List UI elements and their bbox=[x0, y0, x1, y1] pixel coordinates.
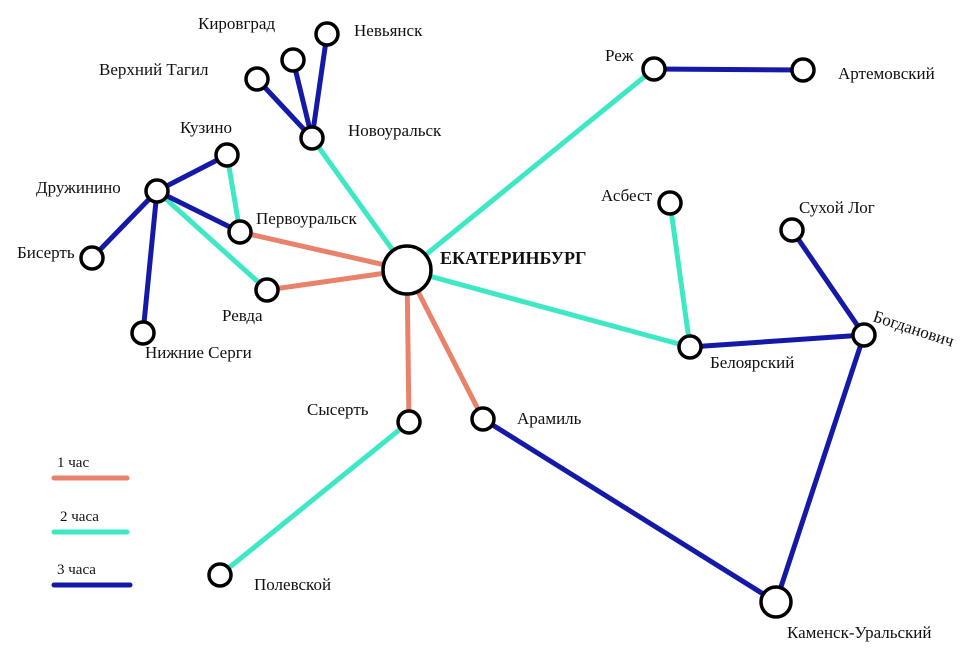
edge-beloyar-bogdan bbox=[687, 332, 867, 350]
edge-ekb-novouralsk bbox=[309, 135, 410, 273]
label-verkhniy-tagil: Верхний Тагил bbox=[99, 60, 209, 79]
node-slog bbox=[779, 217, 805, 243]
edge-slog-bogdan bbox=[789, 227, 867, 338]
legend: 1 час 2 часа 3 часа bbox=[51, 455, 133, 588]
edge-ekb-rezh bbox=[404, 66, 657, 273]
node-druzhinino bbox=[144, 178, 170, 204]
label-polevskoy: Полевской bbox=[254, 575, 331, 594]
edge-druzhinino-pervouralsk bbox=[154, 188, 243, 235]
node-kamensk bbox=[759, 585, 793, 619]
label-pervouralsk: Первоуральск bbox=[256, 209, 358, 228]
label-artemovskiy: Артемовский bbox=[838, 64, 935, 83]
label-sysert: Сысерть bbox=[307, 400, 369, 419]
edge-ekb-pervouralsk bbox=[237, 229, 410, 273]
label-kamensk-uralskiy: Каменск-Уральский bbox=[787, 623, 932, 642]
legend-label-3h: 3 часа bbox=[57, 562, 96, 578]
node-polevskoy bbox=[207, 562, 233, 588]
label-asbest: Асбест bbox=[601, 186, 653, 205]
legend-label-2h: 2 часа bbox=[60, 509, 99, 525]
node-asbest bbox=[657, 190, 683, 216]
node-ekb bbox=[381, 244, 433, 296]
label-novouralsk: Новоуральск bbox=[348, 121, 442, 140]
node-kirovgrad bbox=[280, 47, 306, 73]
edge-druzhinino-kuzino bbox=[154, 152, 230, 194]
edge-ekb-aramil bbox=[404, 267, 486, 422]
node-pervouralsk bbox=[227, 219, 253, 245]
node-artem bbox=[790, 57, 816, 83]
node-kuzino bbox=[214, 142, 240, 168]
edge-kuzino-pervouralsk bbox=[224, 152, 243, 235]
node-nevyansk bbox=[314, 21, 340, 47]
edge-novouralsk-vtagil bbox=[254, 76, 315, 141]
node-rezh bbox=[641, 56, 667, 82]
label-druzhinino: Дружинино bbox=[36, 178, 121, 197]
label-kuzino: Кузино bbox=[180, 118, 232, 137]
city-labels: ЕКАТЕРИНБУРГ Кировград Невьянск Верхний … bbox=[17, 14, 957, 642]
node-aramil bbox=[470, 406, 496, 432]
label-bogdanovich: Богданович bbox=[871, 307, 957, 351]
label-bisert: Бисерть bbox=[17, 243, 75, 262]
node-vtagil bbox=[244, 66, 270, 92]
connections bbox=[89, 31, 867, 605]
label-sukhoy-log: Сухой Лог bbox=[799, 198, 875, 217]
edge-rezh-artem bbox=[651, 66, 806, 73]
node-novouralsk bbox=[299, 125, 325, 151]
edge-aramil-kamensk bbox=[480, 416, 779, 605]
edge-druzhinino-revda bbox=[154, 188, 270, 293]
legend-label-1h: 1 час bbox=[57, 455, 89, 471]
node-nserg bbox=[130, 320, 156, 346]
label-aramil: Арамиль bbox=[517, 409, 582, 428]
edge-sysert-polevskoy bbox=[217, 419, 412, 578]
node-sysert bbox=[396, 409, 422, 435]
label-rezh: Реж bbox=[605, 46, 634, 65]
label-beloyarskiy: Белоярский bbox=[710, 353, 794, 372]
label-kirovgrad: Кировград bbox=[198, 14, 275, 33]
label-ekaterinburg: ЕКАТЕРИНБУРГ bbox=[440, 248, 586, 268]
node-beloyar bbox=[677, 334, 703, 360]
label-revda: Ревда bbox=[222, 306, 263, 325]
label-nizhnie-sergi: Нижние Серги bbox=[145, 343, 252, 362]
edge-druzhinino-bisert bbox=[89, 188, 160, 261]
node-bisert bbox=[79, 245, 105, 271]
edge-asbest-beloyar bbox=[667, 200, 693, 350]
edge-novouralsk-kirovgrad bbox=[290, 57, 315, 141]
edge-novouralsk-nevyansk bbox=[309, 31, 330, 141]
node-revda bbox=[254, 277, 280, 303]
edge-druzhinino-nserg bbox=[140, 188, 160, 336]
edge-bogdan-kamensk bbox=[773, 332, 867, 605]
city-nodes bbox=[79, 21, 877, 619]
node-bogdan bbox=[851, 322, 877, 348]
label-nevyansk: Невьянск bbox=[354, 21, 423, 40]
edge-ekb-beloyar bbox=[404, 267, 693, 350]
